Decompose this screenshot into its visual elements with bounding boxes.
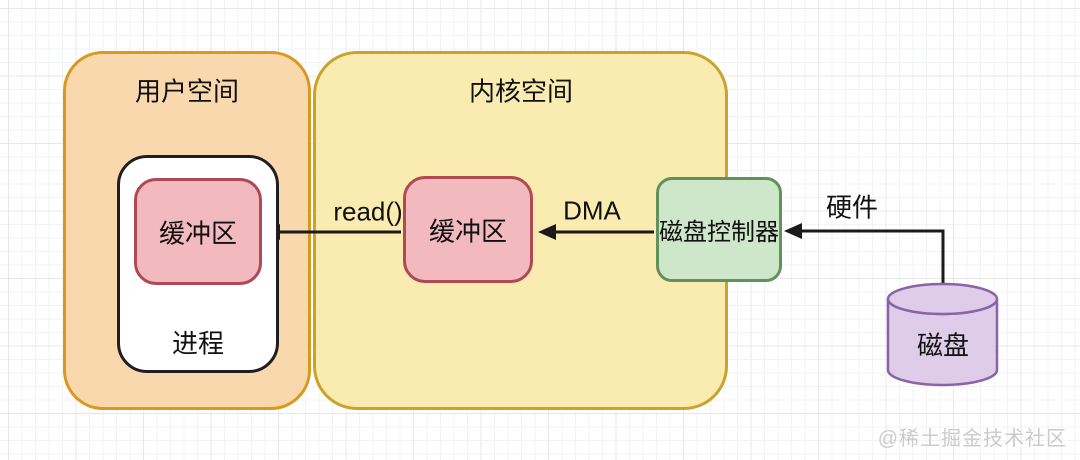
user-buffer-box xyxy=(134,178,262,285)
disk-cylinder-icon xyxy=(886,282,999,387)
kernel-buffer-box xyxy=(403,176,533,283)
dma-arrow xyxy=(538,224,654,240)
kernel-space-label: 内核空间 xyxy=(468,76,574,107)
disk-label: 磁盘 xyxy=(916,330,970,361)
disk-controller-box: 磁盘控制器 xyxy=(656,177,782,282)
hardware-arrow-label: 硬件 xyxy=(825,192,879,223)
disk-controller-label: 磁盘控制器 xyxy=(659,219,779,246)
read-arrow-label: read() xyxy=(333,196,403,227)
user-space-label: 用户空间 xyxy=(134,76,240,107)
process-label: 进程 xyxy=(171,328,225,359)
watermark: @稀土掘金技术社区 xyxy=(877,428,1067,450)
kernel-buffer-label: 缓冲区 xyxy=(428,216,508,247)
user-buffer-label: 缓冲区 xyxy=(158,218,238,249)
hardware-arrow xyxy=(784,223,945,294)
dma-arrow-label: DMA xyxy=(563,195,621,226)
